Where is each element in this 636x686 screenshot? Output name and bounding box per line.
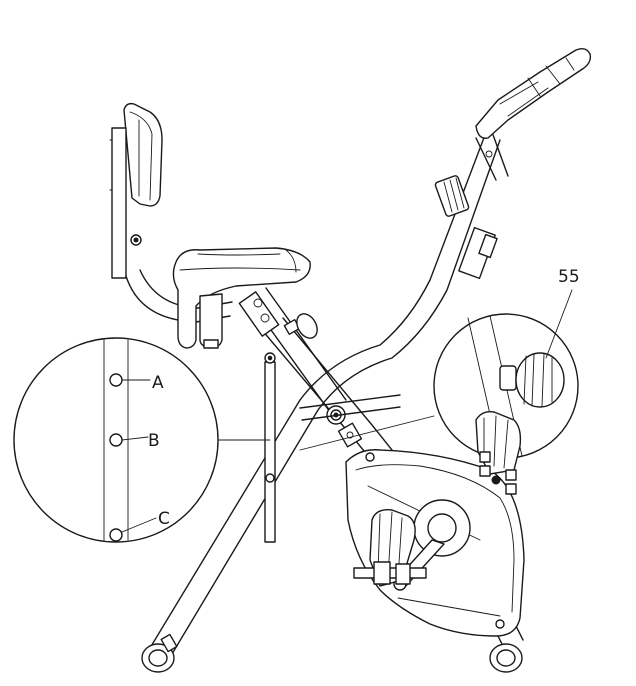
front-frame-tube (149, 134, 501, 655)
backrest (109, 102, 163, 279)
pivot-bolt (299, 394, 401, 448)
hole-b (109, 433, 149, 447)
seat-tube (238, 287, 347, 413)
detail-knob (499, 352, 565, 408)
front-wheel (489, 643, 523, 673)
handlebar-post (475, 131, 509, 181)
hole-a (109, 373, 151, 387)
tension-knob (434, 175, 470, 217)
part-number-label: 55 (558, 267, 580, 287)
detail-pedal-bracket (475, 410, 522, 495)
handlebar (475, 47, 592, 139)
rear-wheel (141, 633, 178, 673)
seat-adjust-knob (283, 313, 318, 339)
seat-cushion (172, 247, 311, 349)
label-a: A (152, 373, 164, 393)
label-b: B (148, 431, 160, 451)
part-callout-55: 55 (545, 267, 580, 359)
pedal (353, 509, 427, 587)
hole-c (109, 517, 157, 542)
stabiliser-tube (264, 352, 276, 543)
detail-circle-left (13, 337, 271, 543)
label-c: C (158, 509, 170, 529)
sensor-block (458, 226, 498, 280)
